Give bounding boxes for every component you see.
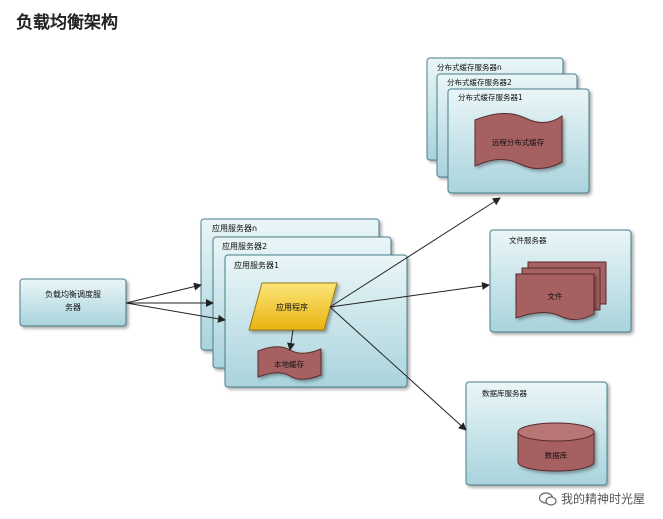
app-server-1-label: 应用服务器1	[234, 260, 279, 270]
load-balancer-label: 负载均衡调度服	[45, 289, 101, 299]
app-server-2-label: 应用服务器2	[222, 241, 267, 251]
app-server-n-label: 应用服务器n	[212, 223, 257, 233]
arrow-app-to-local-cache	[287, 329, 295, 351]
db-label: 数据库	[545, 450, 568, 460]
cache-server-1-label: 分布式缓存服务器1	[458, 92, 523, 102]
watermark-text: 我的精神时光屋	[560, 492, 645, 506]
db-server-label: 数据库服务器	[482, 388, 527, 398]
cache-server-n-label: 分布式缓存服务器n	[437, 62, 502, 72]
arrow-lb-to-app-n	[125, 282, 202, 304]
arrow-app-to-file	[329, 281, 490, 308]
database-icon	[517, 422, 595, 472]
app-program-shape: 应用程序	[248, 282, 338, 331]
file-icon	[515, 273, 595, 320]
load-balancer-label-2: 务器	[65, 302, 81, 312]
arrow-lb-to-app-1	[125, 302, 226, 323]
arrow-app-to-db	[329, 306, 467, 431]
file-server-box: 文件服务器 文件	[489, 229, 632, 333]
load-balancer-box: 负载均衡调度服 务器	[19, 278, 127, 327]
remote-cache-label: 远程分布式缓存	[492, 137, 545, 147]
db-server-box: 数据库服务器 数据库	[465, 381, 608, 486]
connectors	[125, 197, 501, 431]
local-cache-shape: 本地缓存	[257, 346, 322, 380]
page-title: 负载均衡架构	[16, 13, 118, 33]
remote-cache-shape: 远程分布式缓存	[474, 113, 563, 169]
file-label: 文件	[548, 291, 563, 301]
cache-server-2-label: 分布式缓存服务器2	[447, 77, 512, 87]
app-program-label: 应用程序	[276, 302, 308, 312]
local-cache-label: 本地缓存	[274, 359, 304, 369]
wechat-icon	[538, 491, 557, 506]
file-server-label: 文件服务器	[509, 235, 547, 245]
watermark: 我的精神时光屋	[538, 490, 645, 507]
arrow-app-to-cache	[329, 197, 501, 308]
